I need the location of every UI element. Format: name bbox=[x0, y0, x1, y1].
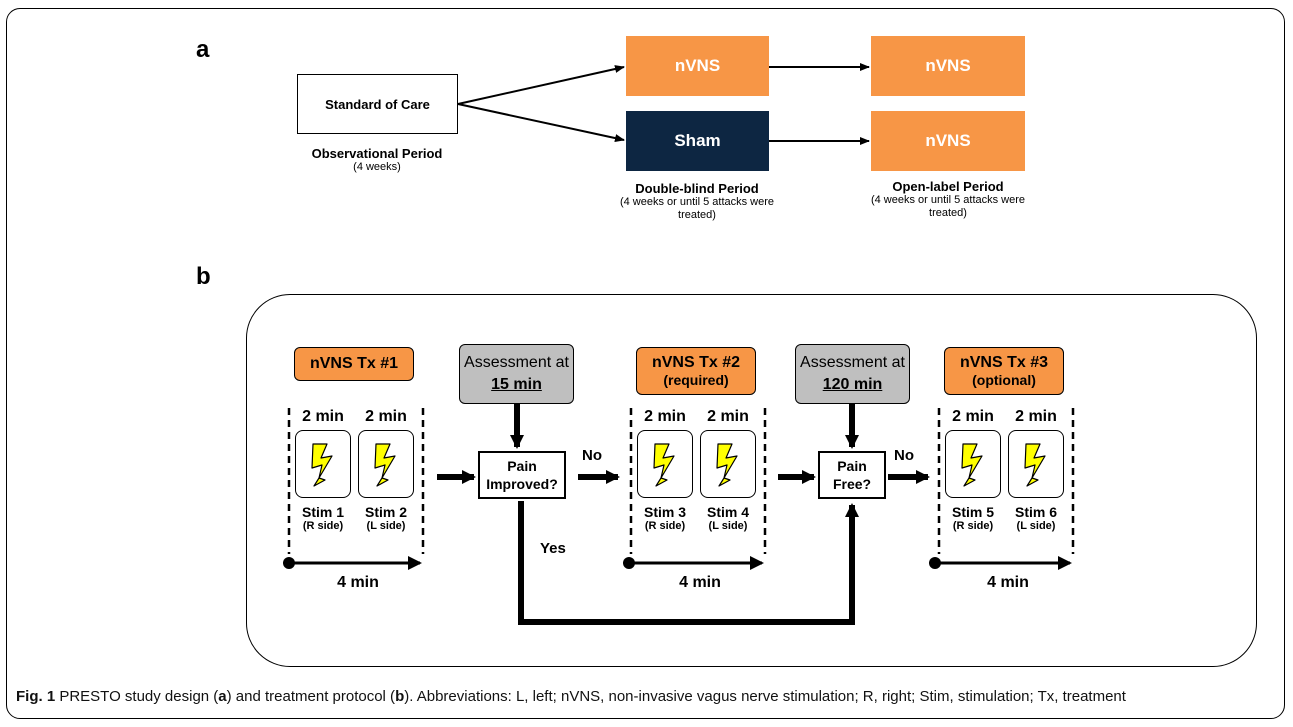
stim2-duration: 2 min bbox=[365, 408, 407, 425]
active-arm-box: nVNS bbox=[626, 36, 769, 96]
stim4-duration: 2 min bbox=[707, 408, 749, 425]
stim3-box bbox=[637, 430, 693, 498]
protocol-container bbox=[246, 294, 1257, 667]
stim5-duration: 2 min bbox=[952, 408, 994, 425]
figure-frame bbox=[6, 8, 1285, 719]
observational-period-label: Observational Period (4 weeks) bbox=[311, 146, 443, 173]
assessment-120-box: Assessment at 120 min bbox=[795, 344, 910, 404]
panel-b-letter: b bbox=[196, 263, 211, 290]
stim6-duration: 2 min bbox=[1015, 408, 1057, 425]
stim3-label: Stim 3(R side) bbox=[643, 504, 686, 532]
stim3-duration: 2 min bbox=[644, 408, 686, 425]
arrow-soc-to-nvns bbox=[457, 65, 625, 105]
no-label-2: No bbox=[894, 447, 914, 464]
no-label-1: No bbox=[582, 447, 602, 464]
stim1-label: Stim 1(R side) bbox=[301, 504, 344, 532]
assessment-15-box: Assessment at 15 min bbox=[459, 344, 574, 404]
total-duration-2: 4 min bbox=[679, 574, 721, 591]
double-blind-period-label: Double-blind Period (4 weeks or until 5 … bbox=[619, 181, 775, 221]
tx2-box: nVNS Tx #2 (required) bbox=[636, 347, 756, 395]
decision-pain-improved: Pain Improved? bbox=[478, 451, 566, 499]
yes-label: Yes bbox=[540, 540, 566, 557]
stim5-label: Stim 5(R side) bbox=[951, 504, 994, 532]
total-duration-3: 4 min bbox=[987, 574, 1029, 591]
stim4-label: Stim 4(L side) bbox=[706, 504, 749, 532]
open-label-bottom-box: nVNS bbox=[871, 111, 1025, 171]
open-label-period-label: Open-label Period (4 weeks or until 5 at… bbox=[870, 179, 1026, 219]
tx3-box: nVNS Tx #3 (optional) bbox=[944, 347, 1064, 395]
open-label-top-box: nVNS bbox=[871, 36, 1025, 96]
total-duration-1: 4 min bbox=[337, 574, 379, 591]
standard-of-care-box: Standard of Care bbox=[297, 74, 458, 134]
tx1-box: nVNS Tx #1 bbox=[294, 347, 414, 381]
figure-caption: Fig. 1 PRESTO study design (a) and treat… bbox=[16, 688, 1126, 705]
sham-arm-box: Sham bbox=[626, 111, 769, 171]
stim1-duration: 2 min bbox=[302, 408, 344, 425]
stim2-label: Stim 2(L side) bbox=[364, 504, 407, 532]
stim6-label: Stim 6(L side) bbox=[1014, 504, 1057, 532]
decision-pain-free: Pain Free? bbox=[818, 451, 886, 499]
panel-a-letter: a bbox=[196, 36, 210, 63]
arrow-soc-to-sham bbox=[457, 103, 625, 143]
